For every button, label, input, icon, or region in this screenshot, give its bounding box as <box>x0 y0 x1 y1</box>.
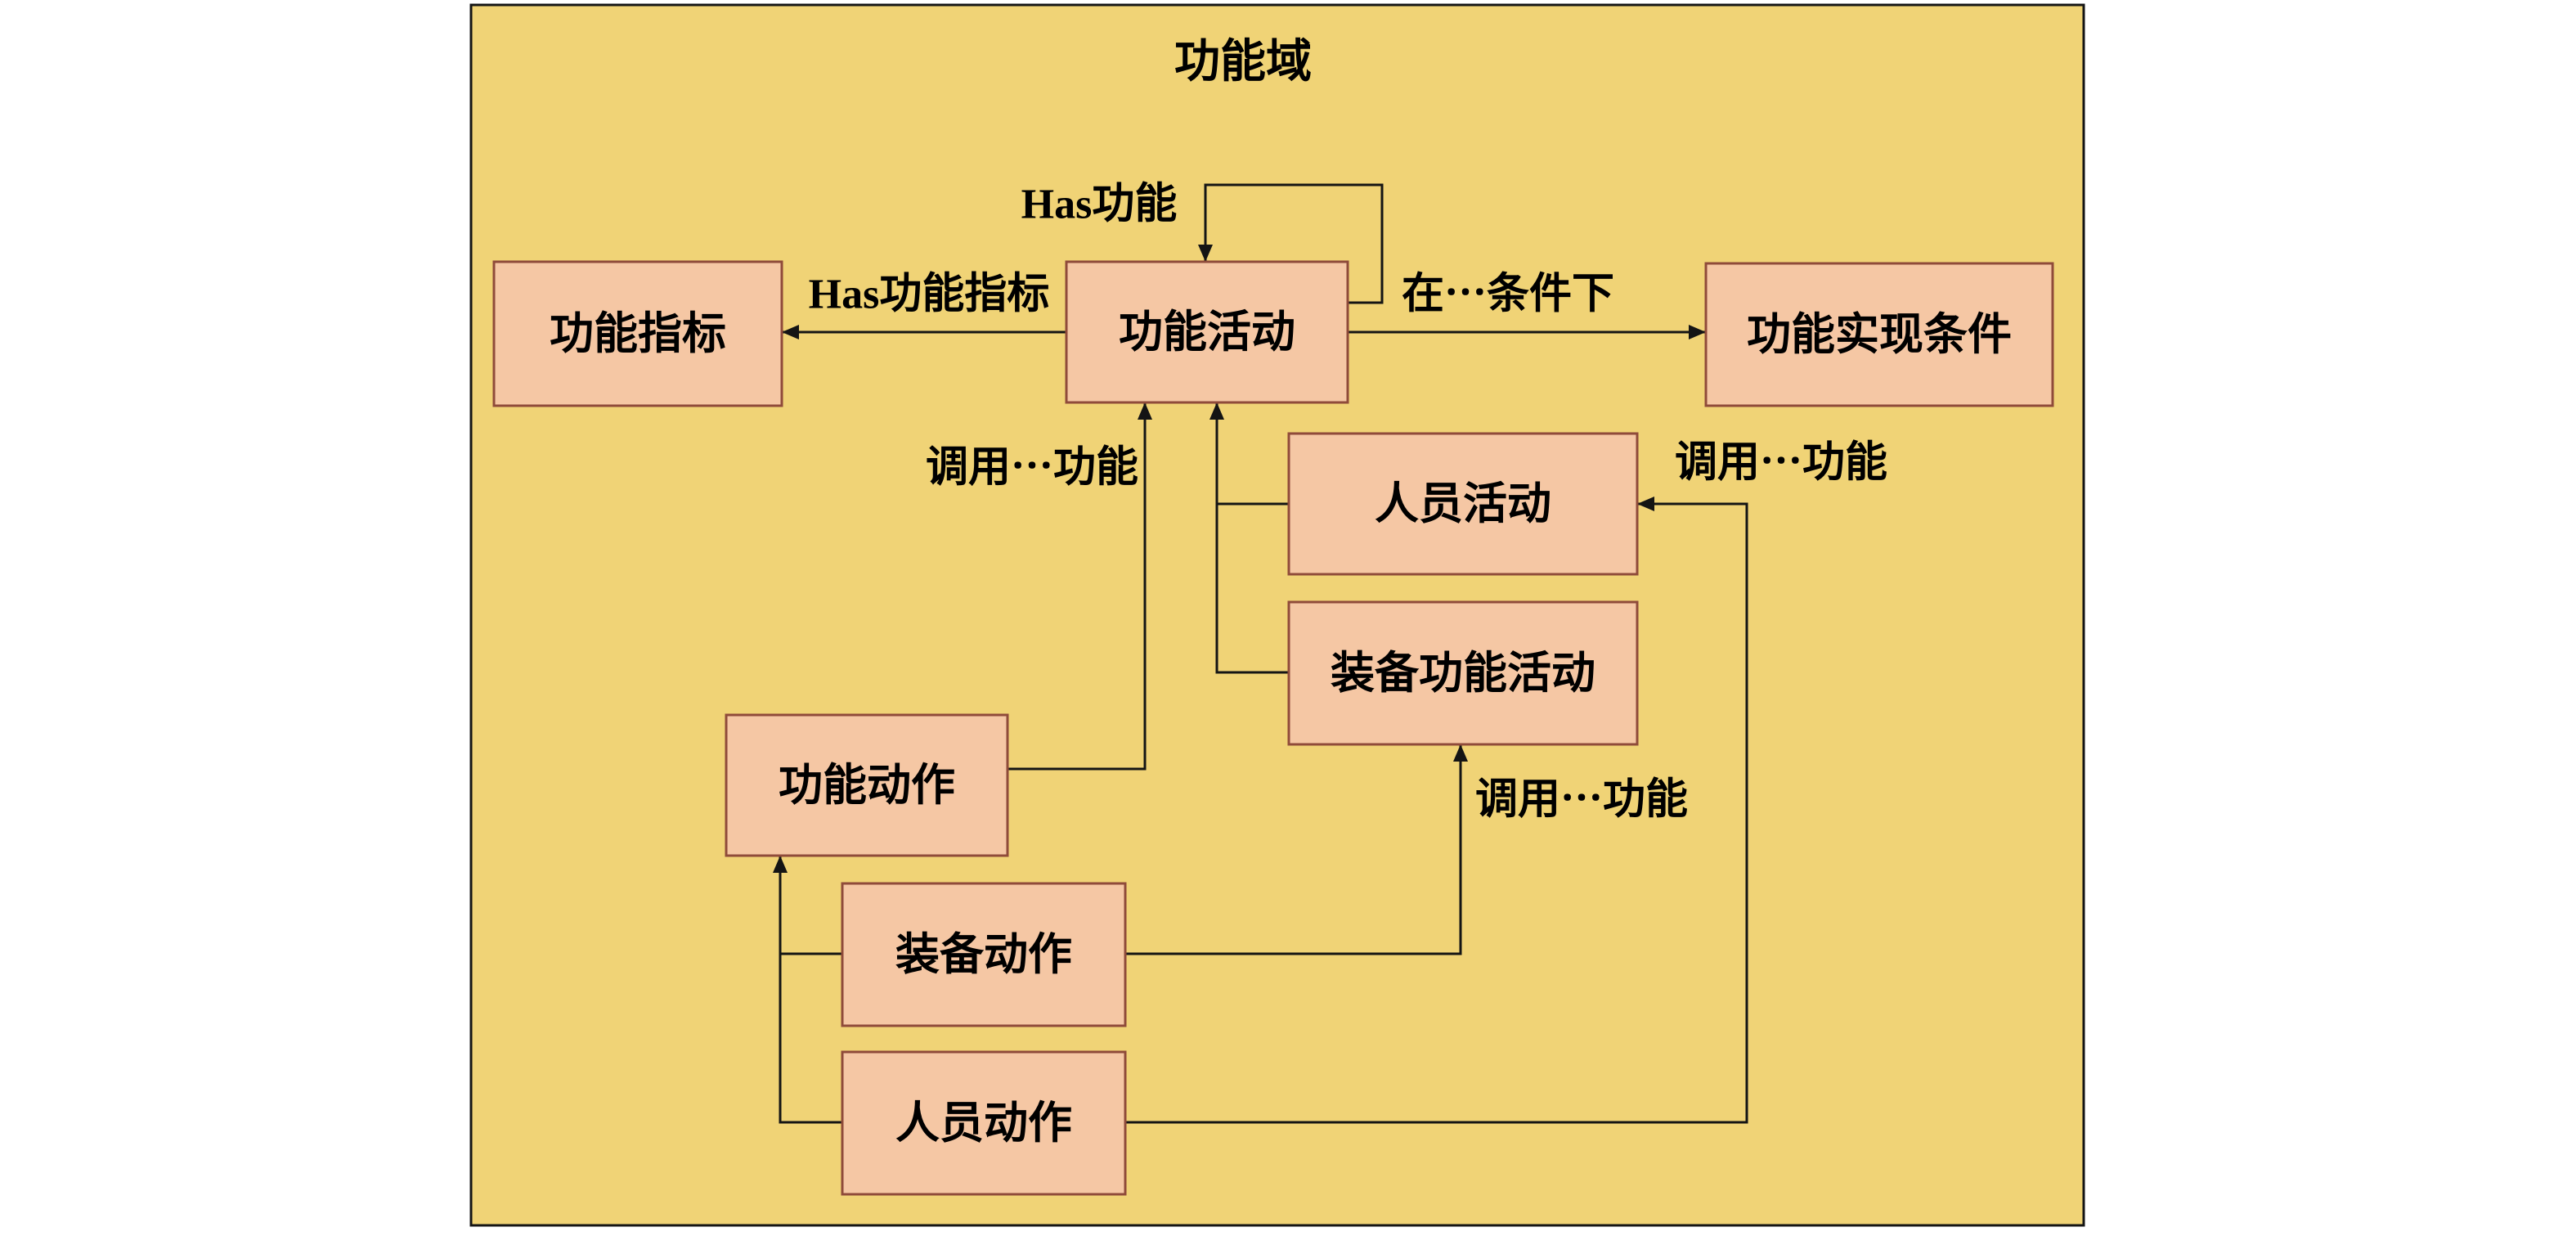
edge-label-invoke-function-right: 调用⋯功能 <box>1675 439 1887 487</box>
node-equipment-function-activity-box <box>1287 600 1639 746</box>
edge-label-has-function: Has功能 <box>1021 181 1178 228</box>
node-function-activity-label: 功能活动 <box>1119 308 1295 357</box>
node-function-realization-condition-label: 功能实现条件 <box>1747 310 2012 359</box>
edge-label-under-condition: 在⋯条件下 <box>1402 271 1614 318</box>
node-function-action-label: 功能动作 <box>779 761 955 810</box>
node-personnel-action-box <box>841 1050 1127 1196</box>
diagram-title: 功能域 <box>1174 37 1312 88</box>
node-function-action-box <box>725 713 1009 857</box>
node-personnel-action-label: 人员动作 <box>895 1099 1072 1148</box>
node-equipment-action: 装备动作 <box>841 882 1127 1027</box>
node-function-activity: 功能活动 <box>1065 260 1349 404</box>
node-equipment-function-activity: 装备功能活动 <box>1287 600 1639 746</box>
edge-function-action-to-function-activity <box>1008 402 1152 771</box>
edge-equipment-function-activity-to-function-activity <box>1209 402 1289 674</box>
node-equipment-action-box <box>841 882 1127 1027</box>
node-function-activity-box <box>1065 260 1349 404</box>
node-personnel-activity: 人员活动 <box>1287 432 1639 576</box>
edge-personnel-action-to-personnel-activity <box>1125 497 1748 1124</box>
node-function-indicator-label: 功能指标 <box>550 309 726 358</box>
node-function-indicator-box <box>492 260 783 407</box>
edge-label-has-function-indicator: Has功能指标 <box>809 271 1050 318</box>
edge-has-function-self-loop <box>1198 183 1384 304</box>
node-function-indicator: 功能指标 <box>492 260 783 407</box>
node-function-realization-condition: 功能实现条件 <box>1704 262 2054 407</box>
node-personnel-action: 人员动作 <box>841 1050 1127 1196</box>
edge-equipment-action-to-equipment-function-activity <box>1125 744 1468 955</box>
node-personnel-activity-label: 人员活动 <box>1375 479 1551 528</box>
node-equipment-action-label: 装备动作 <box>895 930 1072 979</box>
node-equipment-function-activity-label: 装备功能活动 <box>1331 649 1595 698</box>
edge-actions-to-function-action <box>773 856 842 1124</box>
edge-label-invoke-function-left: 调用⋯功能 <box>926 444 1138 492</box>
edge-label-invoke-function-middle: 调用⋯功能 <box>1475 776 1688 824</box>
node-function-realization-condition-box <box>1704 262 2054 407</box>
functional-domain-container <box>469 3 2085 1227</box>
node-function-action: 功能动作 <box>725 713 1009 857</box>
node-personnel-activity-box <box>1287 432 1639 576</box>
